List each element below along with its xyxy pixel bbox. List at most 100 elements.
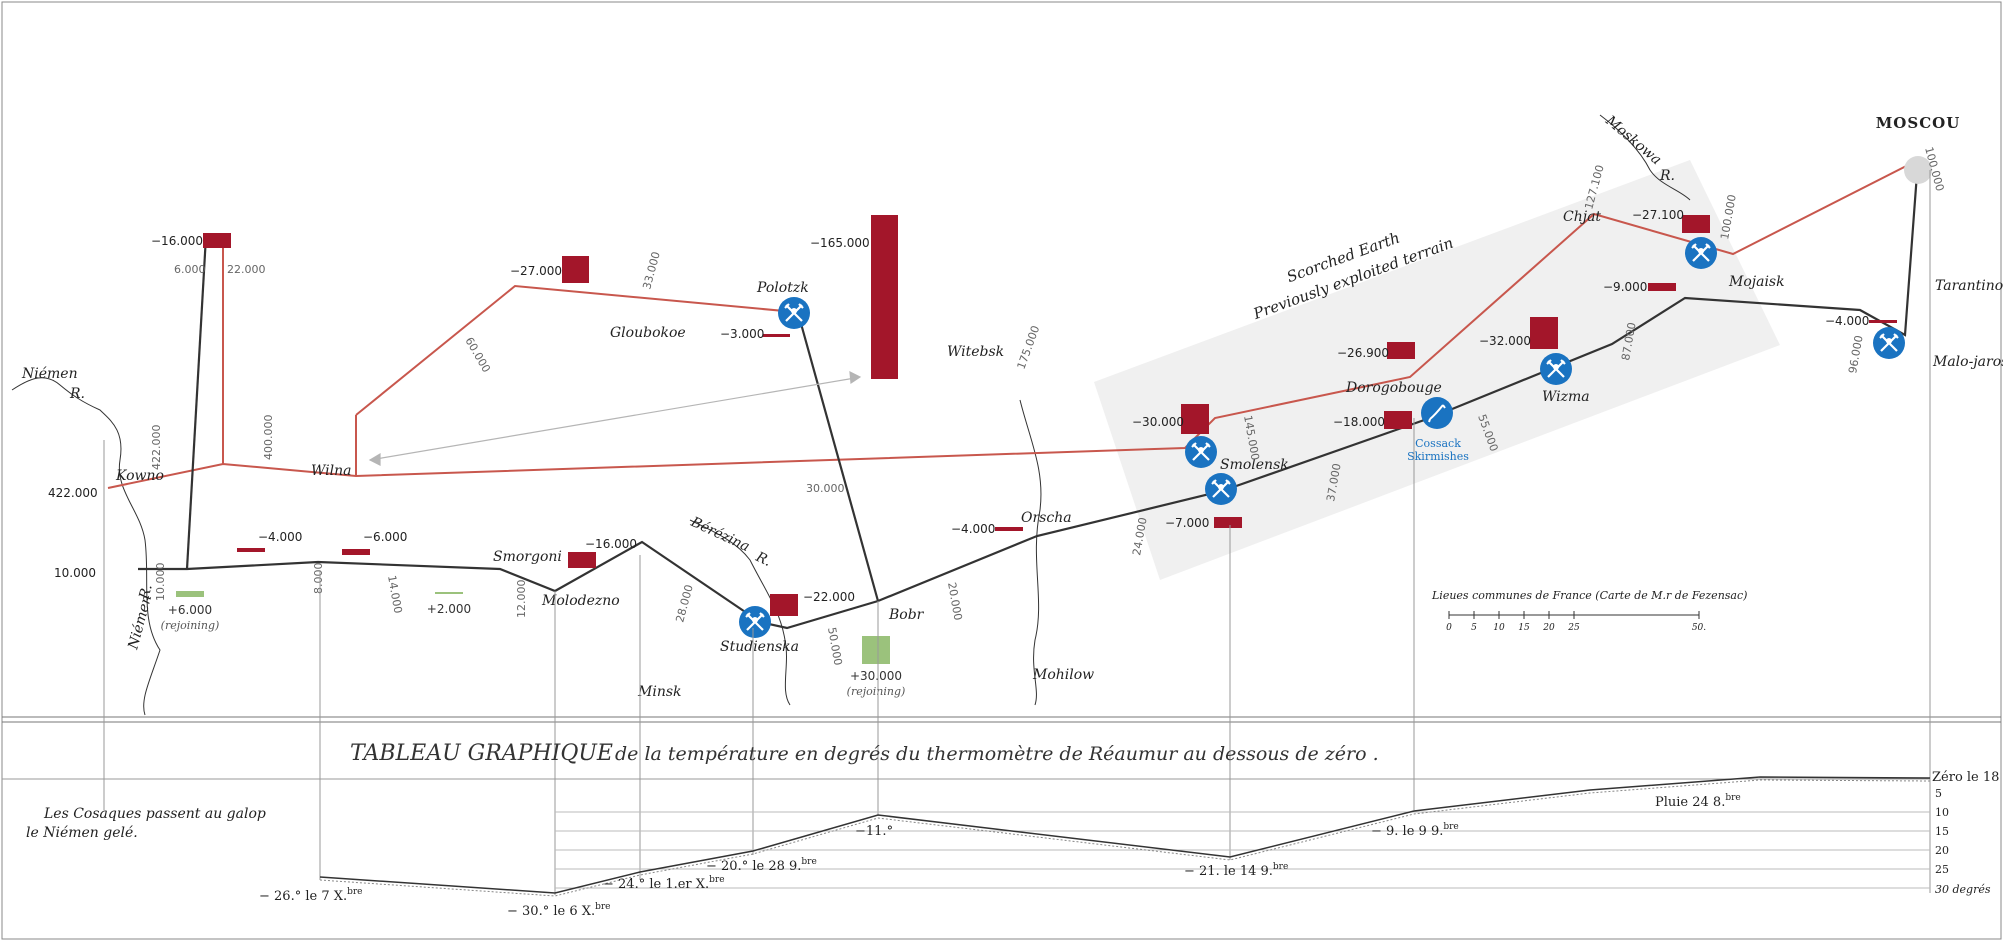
advance-main-path xyxy=(107,159,1919,489)
loss-bar-l16 xyxy=(1648,283,1676,291)
legend-tick-label: 20 xyxy=(1542,623,1555,633)
city-tarantino: Tarantino xyxy=(1935,278,2003,294)
river-berezina-r: R. xyxy=(752,549,773,570)
caption-prefix: TABLEAU GRAPHIQUE xyxy=(350,741,613,766)
gain-label-g2: +2.000 xyxy=(427,602,471,616)
temp-26: − 26.° le 7 X.bre xyxy=(259,887,363,904)
pc-422000: 422.000 xyxy=(150,425,163,471)
battle-icon xyxy=(778,297,810,329)
battle-markers xyxy=(739,237,1905,638)
loss-label-l12: −26.900 xyxy=(1337,346,1389,360)
legend-tick-label: 25 xyxy=(1567,623,1580,633)
loss-label-l9: −4.000 xyxy=(951,522,995,536)
cosaques-note-2: le Niémen gelé. xyxy=(26,825,138,841)
city-malo: Malo-jarosewli xyxy=(1932,354,2003,370)
gain-sub-g3: (rejoining) xyxy=(847,685,906,698)
city-studienska: Studienska xyxy=(720,639,799,655)
loss-label-l14: −32.000 xyxy=(1479,334,1531,348)
temp-9: − 9. le 9 9.bre xyxy=(1371,822,1459,839)
loss-bar-l8 xyxy=(770,594,798,616)
loss-label-l7: −16.000 xyxy=(585,537,637,551)
temp-zero: Zéro le 18 8.bre xyxy=(1932,768,2003,785)
city-polotzk: Polotzk xyxy=(756,280,809,296)
legend-tick-label: 5 xyxy=(1471,623,1477,633)
battle-icon xyxy=(1685,237,1717,269)
temp-pluie: Pluie 24 8.bre xyxy=(1655,793,1741,810)
temperature-curve xyxy=(319,776,1931,894)
loss-bar-l12 xyxy=(1387,342,1415,359)
city-gloubokoe: Gloubokoe xyxy=(610,325,686,341)
loss-label-l3: −165.000 xyxy=(810,236,870,250)
distance-legend: Lieues communes de France (Carte de M.r … xyxy=(1431,589,1747,633)
temp-21: − 21. le 14 9.bre xyxy=(1184,862,1288,879)
pc-30000: 30.000 xyxy=(806,482,845,495)
temp-scale-label: 20 xyxy=(1935,844,1949,857)
city-labels: Kowno Wilna Gloubokoe Polotzk Witebsk Sm… xyxy=(115,209,2003,700)
pc-10000: 10.000 xyxy=(154,563,167,602)
gain-label-g3: +30.000 xyxy=(850,669,902,683)
temp-scale-label: 10 xyxy=(1935,806,1949,819)
loss-label-l13: −18.000 xyxy=(1333,415,1385,429)
loss-bar-l17 xyxy=(1869,320,1897,323)
moscow-marker xyxy=(1904,156,1932,184)
loss-label-l17: −4.000 xyxy=(1825,314,1869,328)
city-wizma: Wizma xyxy=(1542,389,1590,405)
battle-icon xyxy=(739,606,771,638)
skirmishes-label: Skirmishes xyxy=(1407,450,1469,463)
temperature-labels: Zéro le 18 8.bre Pluie 24 8.bre − 9. le … xyxy=(259,768,2003,919)
grey-arrow xyxy=(368,370,862,466)
city-witebsk: Witebsk xyxy=(947,344,1004,360)
loss-bar-l11 xyxy=(1214,517,1242,528)
moscow-label: MOSCOU xyxy=(1876,114,1961,132)
gain-bars: +6.000 (rejoining) +2.000 +30.000 (rejoi… xyxy=(161,591,906,698)
loss-bar-l4 xyxy=(763,334,790,337)
gain-label-g1: +6.000 xyxy=(168,603,212,617)
loss-label-l10: −30.000 xyxy=(1132,415,1184,429)
temp-24: − 24.° le 1.er X.bre xyxy=(603,875,725,892)
pc-400000: 400.000 xyxy=(262,415,275,461)
count-422000: 422.000 xyxy=(48,486,98,500)
loss-bar-l7 xyxy=(568,552,596,568)
gain-sub-g1: (rejoining) xyxy=(161,619,220,632)
city-molodezno: Molodezno xyxy=(541,593,620,609)
temp-grid xyxy=(555,811,1930,889)
temp-scale-label: 5 xyxy=(1935,787,1942,800)
advance-branch-polotzk xyxy=(355,284,796,416)
city-smorgoni: Smorgoni xyxy=(493,549,562,565)
advance-route xyxy=(107,159,1919,489)
city-chjat: Chjat xyxy=(1563,209,1601,225)
loss-label-l11: −7.000 xyxy=(1165,516,1209,530)
pc-6000: 6.000 xyxy=(174,263,206,276)
loss-bar-l13 xyxy=(1384,411,1412,429)
temp-11: −11.° xyxy=(855,824,893,839)
loss-bar-l10 xyxy=(1181,404,1209,434)
loss-bar-l3 xyxy=(871,215,898,379)
temperature-curve-shadow xyxy=(319,779,1931,897)
temp-scale-label: 25 xyxy=(1935,863,1949,876)
river-niemen-side-r: R. xyxy=(136,582,156,602)
river-niemen-r: R. xyxy=(69,386,85,402)
loss-label-l6: −6.000 xyxy=(363,530,407,544)
loss-bar-l15 xyxy=(1682,215,1710,233)
city-minsk: Minsk xyxy=(637,684,682,700)
pc-12000: 12.000 xyxy=(515,580,528,619)
pc-22000: 22.000 xyxy=(227,263,266,276)
loss-label-l8: −22.000 xyxy=(803,590,855,604)
count-10000: 10.000 xyxy=(54,566,96,580)
city-dorogobouge: Dorogobouge xyxy=(1345,380,1442,396)
city-smolensk: Smolensk xyxy=(1220,457,1289,473)
battle-icon xyxy=(1185,436,1217,468)
loss-bar-l6 xyxy=(342,549,370,555)
battle-icon xyxy=(1540,353,1572,385)
pc-8000: 8.000 xyxy=(312,563,325,595)
cossack-icon xyxy=(1421,397,1453,429)
loss-label-l15: −27.100 xyxy=(1632,208,1684,222)
niemen-river xyxy=(11,377,161,716)
loss-label-l5: −4.000 xyxy=(258,530,302,544)
cossack-label: Cossack xyxy=(1415,437,1461,450)
loss-bar-l1 xyxy=(203,233,231,248)
drop-lines xyxy=(103,170,1931,895)
legend-title: Lieues communes de France (Carte de M.r … xyxy=(1431,589,1747,602)
gain-bar-g3 xyxy=(862,636,890,664)
retreat-branch-polotzk xyxy=(798,319,880,602)
